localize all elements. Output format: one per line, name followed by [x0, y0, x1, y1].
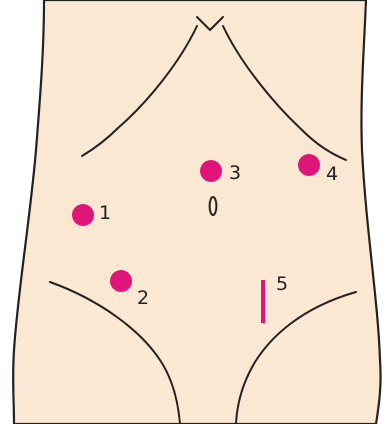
marker-label-2: 2	[137, 287, 149, 309]
marker-label-4: 4	[326, 163, 338, 185]
port-marker-4	[298, 154, 320, 176]
port-marker-2	[110, 270, 132, 292]
marker-label-5: 5	[276, 273, 288, 295]
marker-label-3: 3	[229, 162, 241, 184]
port-marker-1	[72, 204, 94, 226]
port-marker-3	[200, 160, 222, 182]
marker-label-1: 1	[99, 202, 111, 224]
torso-body	[13, 0, 380, 424]
